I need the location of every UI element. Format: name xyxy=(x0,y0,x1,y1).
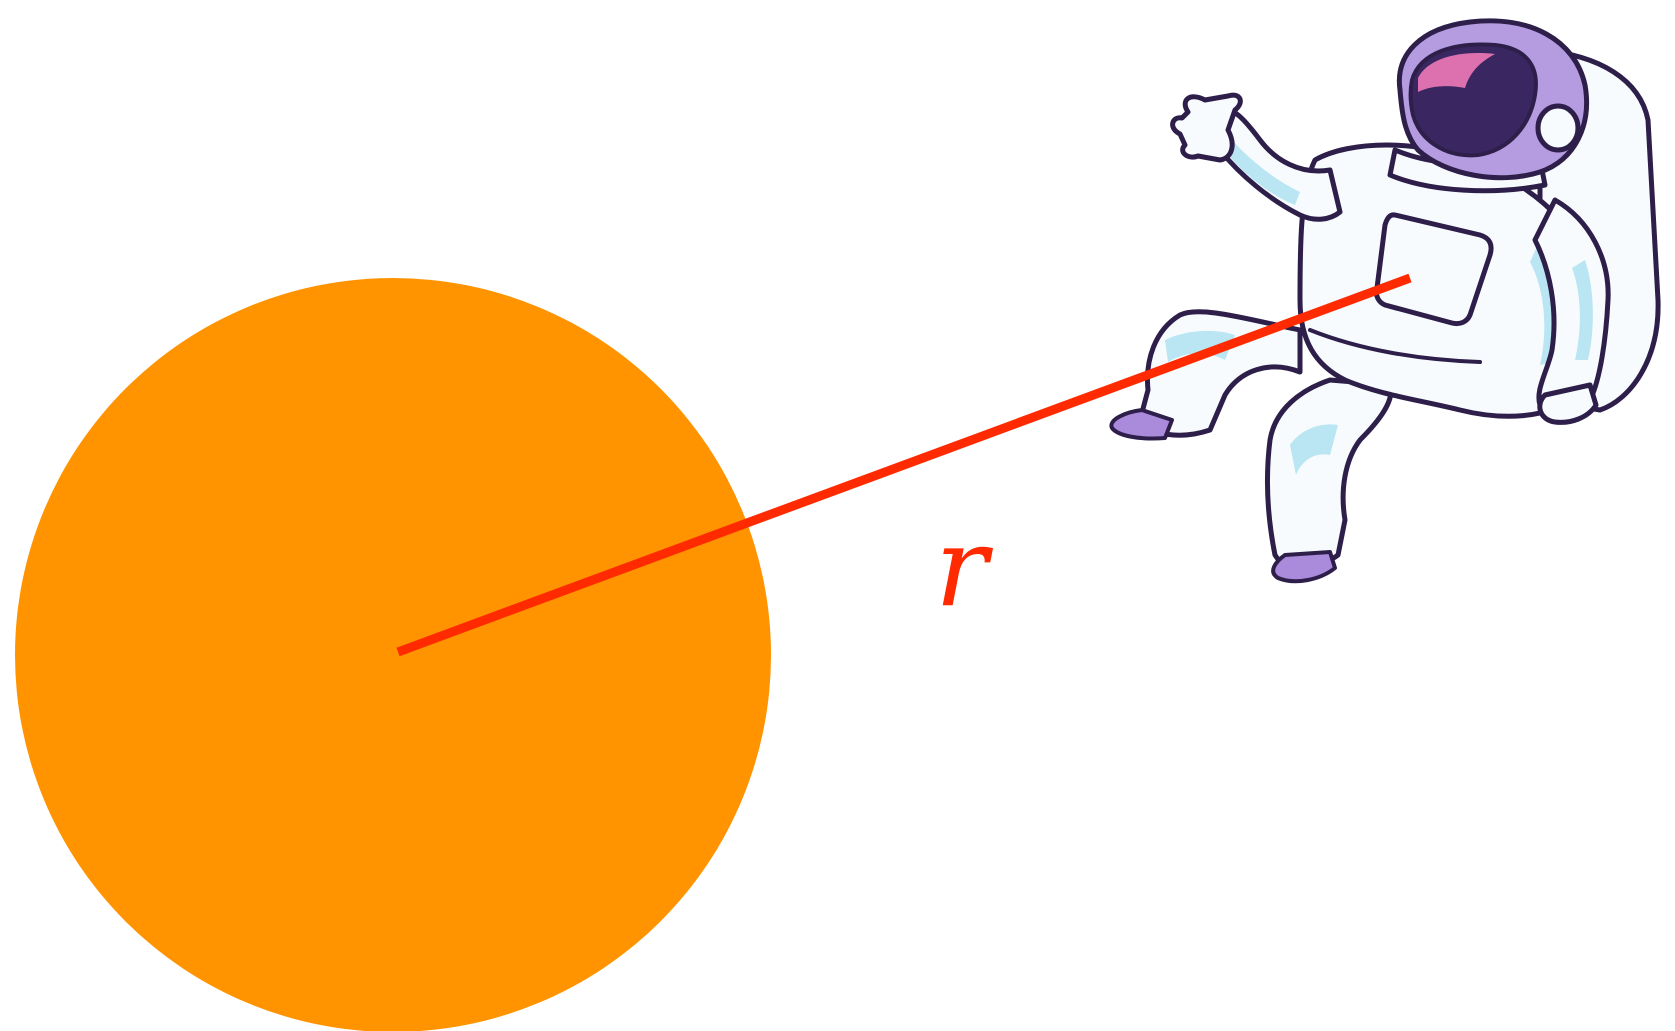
radius-label: r xyxy=(935,503,994,631)
astronaut-icon xyxy=(1111,21,1658,581)
planet-circle xyxy=(15,278,771,1031)
